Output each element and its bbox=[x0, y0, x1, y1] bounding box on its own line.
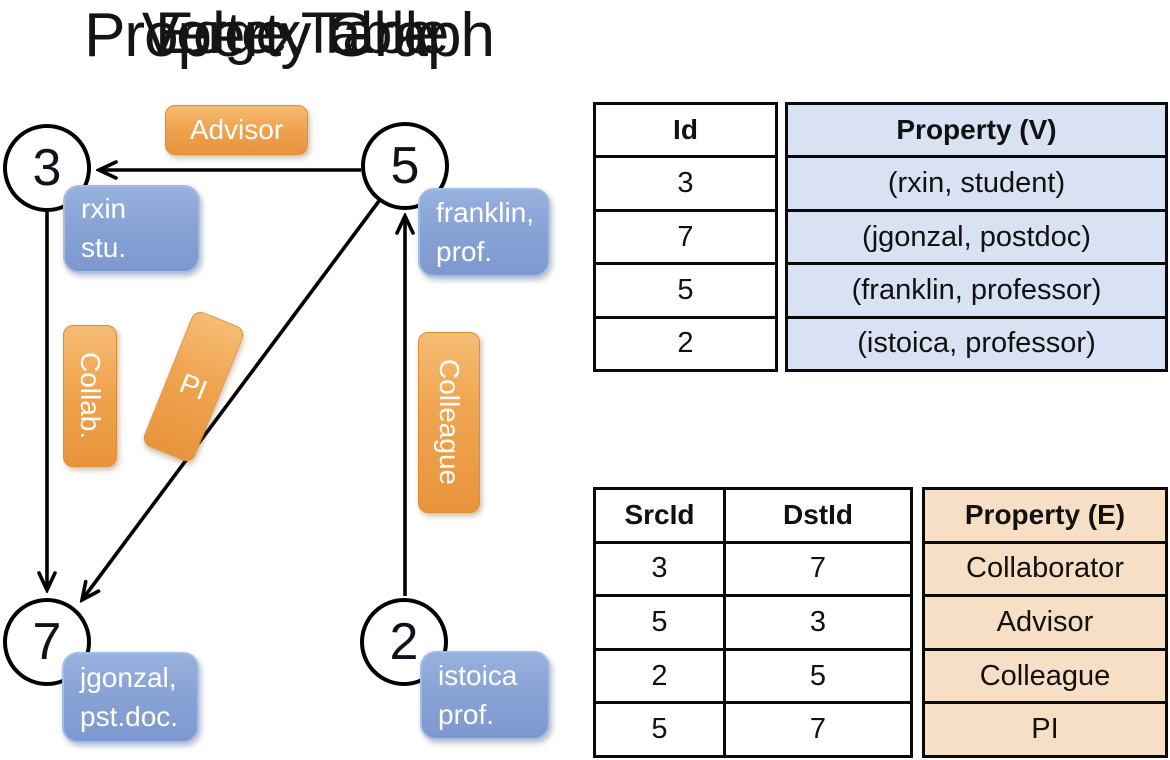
table-row: 5 3 bbox=[596, 594, 910, 648]
vertex-property-line: stu. bbox=[81, 232, 127, 263]
table-cell: 3 bbox=[596, 155, 775, 208]
table-cell: 7 bbox=[596, 208, 775, 262]
vertex-table-property-column: Property (V) (rxin, student) (jgonzal, p… bbox=[785, 102, 1168, 372]
table-cell: 2 bbox=[596, 315, 775, 369]
table-cell: (rxin, student) bbox=[788, 155, 1165, 208]
property-graph-title: Property Graph bbox=[84, 1, 495, 70]
table-cell: 5 bbox=[596, 262, 775, 315]
node-2-id: 2 bbox=[389, 613, 419, 671]
edge-table-id-columns: SrcId DstId 3 7 5 3 2 5 5 7 bbox=[593, 487, 913, 758]
vertex-property-box-rxin: rxin stu. bbox=[63, 185, 200, 273]
table-cell: 5 bbox=[651, 605, 668, 638]
table-cell: 7 bbox=[723, 543, 910, 595]
node-3-id: 3 bbox=[32, 139, 62, 197]
node-7-id: 7 bbox=[32, 613, 62, 671]
table-cell: Colleague bbox=[925, 647, 1165, 702]
node-5-id: 5 bbox=[390, 137, 420, 195]
table-cell: (franklin, professor) bbox=[788, 262, 1165, 315]
edge-label-advisor: Advisor bbox=[165, 105, 308, 155]
table-cell: Advisor bbox=[925, 594, 1165, 648]
vertex-property-box-jgonzal: jgonzal, pst.doc. bbox=[62, 652, 199, 743]
vertex-property-line: jgonzal, bbox=[80, 661, 177, 693]
table-cell: 3 bbox=[651, 552, 668, 585]
table-row: 3 7 bbox=[596, 540, 910, 595]
edge-table-header-property: Property (E) bbox=[964, 499, 1126, 531]
vertex-property-line: prof. bbox=[438, 698, 495, 730]
table-cell: Collaborator bbox=[925, 540, 1165, 595]
vertex-property-line: rxin bbox=[81, 193, 127, 225]
table-cell: 3 bbox=[723, 597, 910, 648]
table-cell: (istoica, professor) bbox=[788, 315, 1165, 369]
vertex-table-title: Vertex Table bbox=[141, 1, 449, 66]
table-cell: PI bbox=[925, 701, 1165, 755]
graph-node-3: 3 bbox=[3, 124, 91, 212]
vertex-property-box-franklin: franklin, prof. bbox=[418, 188, 550, 277]
edge-table-header-srcid: SrcId bbox=[624, 499, 695, 531]
vertex-property-line: franklin, bbox=[436, 196, 535, 228]
table-cell: 2 bbox=[651, 659, 668, 692]
table-row: 5 7 bbox=[596, 701, 910, 755]
edge-table-header-row: SrcId DstId bbox=[596, 490, 910, 541]
edge-pi-5-to-7 bbox=[82, 199, 381, 600]
graph-edges-canvas bbox=[0, 0, 580, 760]
edge-table-header-dstid: DstId bbox=[723, 490, 910, 541]
vertex-property-line: prof. bbox=[436, 235, 493, 267]
edge-label-colleague: Colleague bbox=[418, 332, 480, 513]
table-cell: (jgonzal, postdoc) bbox=[788, 208, 1165, 262]
edge-table-title: Edge Table bbox=[155, 1, 435, 66]
vertex-property-line: pst.doc. bbox=[80, 700, 179, 732]
edge-label-collab: Collab. bbox=[63, 325, 117, 467]
table-row: 2 5 bbox=[596, 647, 910, 702]
table-cell: 7 bbox=[723, 704, 910, 755]
vertex-property-line: istoica bbox=[438, 659, 518, 691]
vertex-table-header-property: Property (V) bbox=[896, 114, 1057, 146]
vertex-table-id-column: Id 3 7 5 2 bbox=[593, 102, 778, 372]
table-cell: 5 bbox=[651, 713, 668, 746]
table-cell: 5 bbox=[723, 650, 910, 702]
edge-table-property-column: Property (E) Collaborator Advisor Collea… bbox=[922, 487, 1168, 758]
vertex-table-header-id: Id bbox=[673, 114, 698, 146]
vertex-property-box-istoica: istoica prof. bbox=[420, 651, 550, 740]
